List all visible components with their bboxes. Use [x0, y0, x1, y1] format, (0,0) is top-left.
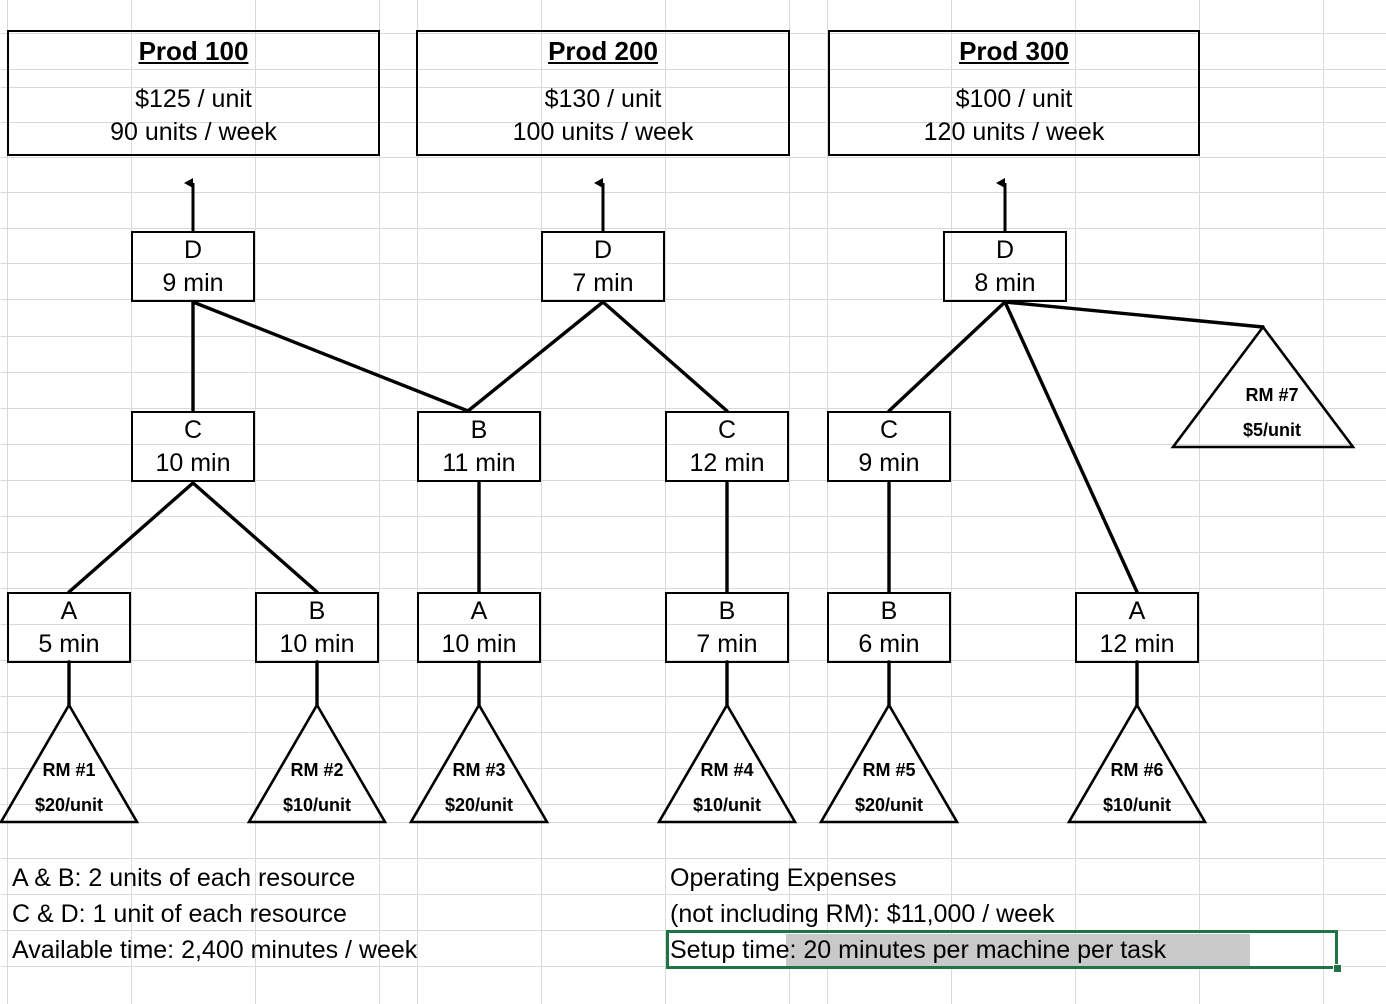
product-price: $130 / unit: [544, 85, 662, 113]
rm1-label: RM #1 $20/unit: [19, 760, 119, 816]
node-time: 10 min: [441, 629, 517, 658]
rm-name: RM #3: [452, 760, 506, 780]
node-time: 10 min: [279, 629, 355, 658]
note-available-time: Available time: 2,400 minutes / week: [12, 936, 418, 964]
rm3-triangle: [408, 702, 550, 824]
rm2-triangle: [246, 702, 388, 824]
product-box-prod100[interactable]: Prod 100 $125 / unit 90 units / week: [7, 30, 380, 156]
rm-name: RM #1: [42, 760, 96, 780]
node-label: C: [183, 416, 203, 445]
rm-cost: $10/unit: [282, 795, 352, 815]
rm-cost: $10/unit: [692, 795, 762, 815]
rm-name: RM #4: [700, 760, 754, 780]
rm-name: RM #6: [1110, 760, 1164, 780]
link-p100c-p100b: [191, 481, 319, 594]
node-label: A: [1128, 597, 1146, 626]
rm7-triangle: [1170, 324, 1356, 449]
node-label: A: [470, 597, 488, 626]
node-time: 8 min: [974, 268, 1036, 297]
product-rate: 120 units / week: [923, 118, 1105, 146]
product-price: $125 / unit: [135, 85, 252, 113]
rm6-triangle: [1066, 702, 1208, 824]
node-time: 7 min: [572, 268, 634, 297]
node-time: 5 min: [38, 629, 100, 658]
node-p200-b2[interactable]: B 7 min: [665, 592, 789, 663]
node-label: D: [183, 236, 203, 265]
node-p300-c[interactable]: C 9 min: [827, 411, 951, 482]
node-label: D: [995, 236, 1015, 265]
node-time: 11 min: [442, 448, 516, 477]
product-rate: 90 units / week: [110, 118, 277, 146]
rm-cost: $20/unit: [34, 795, 104, 815]
rm3-label: RM #3 $20/unit: [429, 760, 529, 816]
link-p200d-p200c: [601, 300, 729, 413]
link-p100d-p200b: [191, 300, 470, 413]
rm4-label: RM #4 $10/unit: [677, 760, 777, 816]
rm-name: RM #5: [862, 760, 916, 780]
node-p300-d[interactable]: D 8 min: [943, 231, 1067, 302]
note-setup-time: Setup time: 20 minutes per machine per t…: [670, 936, 1167, 964]
node-time: 9 min: [858, 448, 920, 477]
product-title: Prod 200: [548, 36, 658, 66]
note-resources-ab: A & B: 2 units of each resource: [12, 864, 356, 892]
link-p300d-rm7: [1003, 300, 1265, 329]
rm-cost: $20/unit: [854, 795, 924, 815]
rm-name: RM #2: [290, 760, 344, 780]
node-p200-c[interactable]: C 12 min: [665, 411, 789, 482]
link-p200d-p200b: [466, 300, 605, 413]
node-time: 12 min: [689, 448, 765, 477]
link-p300d-p300a: [1003, 300, 1139, 594]
node-label: B: [308, 597, 326, 626]
link-p300d-p300c: [887, 300, 1007, 413]
node-p100-a[interactable]: A 5 min: [7, 592, 131, 663]
rm-cost: $5/unit: [1242, 420, 1301, 440]
product-title: Prod 300: [959, 36, 1069, 66]
node-label: B: [470, 416, 488, 445]
node-p100-b[interactable]: B 10 min: [255, 592, 379, 663]
node-p100-c[interactable]: C 10 min: [131, 411, 255, 482]
rm2-label: RM #2 $10/unit: [267, 760, 367, 816]
node-time: 6 min: [858, 629, 920, 658]
rm6-label: RM #6 $10/unit: [1087, 760, 1187, 816]
note-operating-expenses: Operating Expenses: [670, 864, 897, 892]
node-label: B: [880, 597, 898, 626]
product-price: $100 / unit: [955, 85, 1073, 113]
node-p100-d[interactable]: D 9 min: [131, 231, 255, 302]
product-box-prod300[interactable]: Prod 300 $100 / unit 120 units / week: [828, 30, 1200, 156]
rm1-triangle: [0, 702, 140, 824]
node-p200-d[interactable]: D 7 min: [541, 231, 665, 302]
product-title: Prod 100: [138, 36, 249, 66]
node-p300-a[interactable]: A 12 min: [1075, 592, 1199, 663]
selected-cell-outline[interactable]: [666, 930, 1338, 969]
rm-name: RM #7: [1245, 385, 1299, 405]
link-p100c-p100a: [67, 481, 195, 594]
rm7-label: RM #7 $5/unit: [1222, 385, 1322, 441]
rm-cost: $20/unit: [444, 795, 514, 815]
node-label: D: [593, 236, 613, 265]
fill-handle[interactable]: [1333, 964, 1342, 973]
note-resources-cd: C & D: 1 unit of each resource: [12, 900, 347, 928]
product-box-prod200[interactable]: Prod 200 $130 / unit 100 units / week: [416, 30, 790, 156]
node-time: 12 min: [1099, 629, 1175, 658]
note-operating-amount: (not including RM): $11,000 / week: [670, 900, 1055, 928]
node-label: C: [879, 416, 899, 445]
rm5-label: RM #5 $20/unit: [839, 760, 939, 816]
rm5-triangle: [818, 702, 960, 824]
rm-cost: $10/unit: [1102, 795, 1172, 815]
node-time: 7 min: [696, 629, 758, 658]
selected-text-highlight: [786, 934, 1250, 966]
product-rate: 100 units / week: [512, 118, 694, 146]
node-time: 9 min: [162, 268, 224, 297]
node-label: A: [60, 597, 78, 626]
node-p200-a[interactable]: A 10 min: [417, 592, 541, 663]
node-p300-b[interactable]: B 6 min: [827, 592, 951, 663]
node-label: B: [718, 597, 736, 626]
node-p200-b[interactable]: B 11 min: [417, 411, 541, 482]
node-label: C: [717, 416, 737, 445]
node-time: 10 min: [155, 448, 231, 477]
rm4-triangle: [656, 702, 798, 824]
